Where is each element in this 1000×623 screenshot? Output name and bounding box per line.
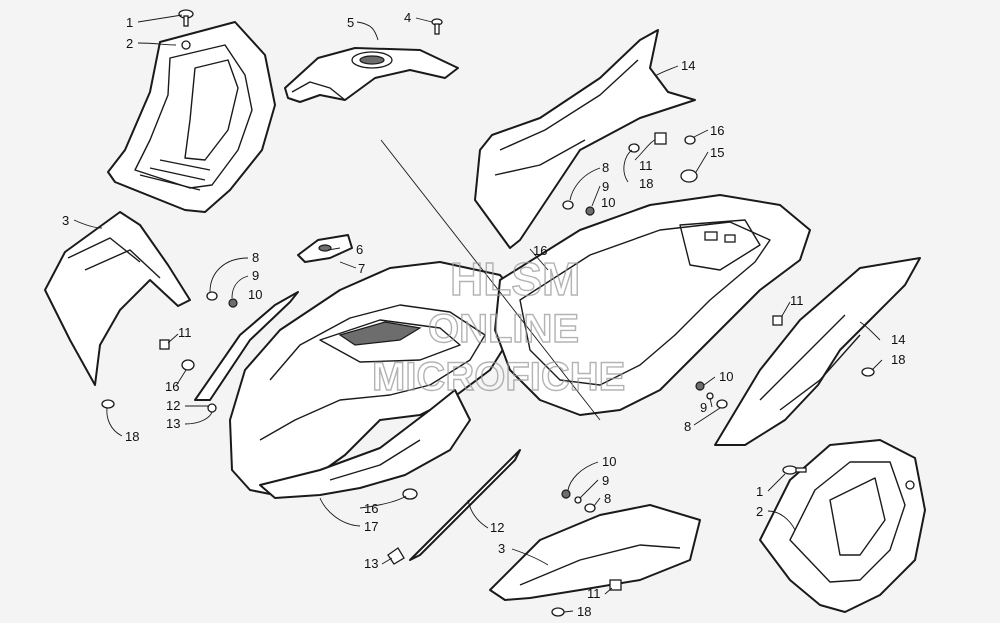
screw-part-1-left [178, 9, 194, 27]
callout-1: 1 [756, 484, 763, 499]
callout-10: 10 [601, 195, 615, 210]
watermark-line-1: HLSM [450, 253, 580, 305]
callout-16: 16 [533, 243, 547, 258]
trim-strip-lower [409, 449, 521, 561]
trim-strip-left [194, 291, 299, 401]
callout-9: 9 [602, 473, 609, 488]
callout-8: 8 [252, 250, 259, 265]
bracket-part-6 [297, 234, 353, 263]
callout-18: 18 [125, 429, 139, 444]
side-panel-right-upper [474, 29, 696, 249]
lower-front-fender [259, 389, 471, 499]
side-panel-right-lower [714, 257, 921, 446]
screw-part-1-right [782, 465, 807, 475]
callout-11: 11 [639, 158, 653, 173]
callout-9: 9 [252, 268, 259, 283]
footwell-right [759, 439, 926, 613]
watermark-line-2: ONLINE [428, 307, 579, 351]
callout-8: 8 [684, 419, 691, 434]
callout-17: 17 [364, 519, 378, 534]
bolt-icon [181, 40, 191, 50]
side-panel-left [44, 211, 191, 386]
callout-9: 9 [700, 400, 707, 415]
callout-2: 2 [126, 36, 133, 51]
callout-11: 11 [587, 586, 601, 601]
tank-cover [284, 47, 459, 103]
callout-8: 8 [604, 491, 611, 506]
callout-13: 13 [166, 416, 180, 431]
callout-14: 14 [891, 332, 905, 347]
callout-15: 15 [710, 145, 724, 160]
callout-16: 16 [165, 379, 179, 394]
front-body [229, 261, 521, 496]
callout-11: 11 [790, 293, 804, 308]
callout-3: 3 [498, 541, 505, 556]
callout-10: 10 [719, 369, 733, 384]
callout-18: 18 [639, 176, 653, 191]
callout-4: 4 [404, 10, 411, 25]
watermark: HLSM ONLINE MICROFICHE [371, 252, 626, 399]
callout-16: 16 [710, 123, 724, 138]
rear-fender-lower [489, 504, 701, 601]
callout-2: 2 [756, 504, 763, 519]
callout-13: 13 [364, 556, 378, 571]
callout-18: 18 [891, 352, 905, 367]
callout-1: 1 [126, 15, 133, 30]
watermark-line-3: MICROFICHE [372, 355, 625, 399]
callout-8: 8 [602, 160, 609, 175]
leader-lines [73, 14, 883, 613]
callout-5: 5 [347, 15, 354, 30]
callout-16: 16 [364, 501, 378, 516]
footwell-left [107, 21, 276, 213]
callout-12: 12 [490, 520, 504, 535]
callout-7: 7 [358, 261, 365, 276]
callout-labels: 1 2 5 4 14 16 15 11 8 9 10 18 3 8 9 10 6… [62, 10, 905, 619]
screw-part-4 [431, 18, 443, 35]
callout-11: 11 [178, 325, 192, 340]
callout-14: 14 [681, 58, 695, 73]
callout-10: 10 [602, 454, 616, 469]
callout-18: 18 [577, 604, 591, 619]
hardware-set [101, 132, 875, 617]
callout-12: 12 [166, 398, 180, 413]
callout-9: 9 [602, 179, 609, 194]
callout-6: 6 [356, 242, 363, 257]
callout-10: 10 [248, 287, 262, 302]
rear-tub [494, 194, 811, 416]
callout-3: 3 [62, 213, 69, 228]
